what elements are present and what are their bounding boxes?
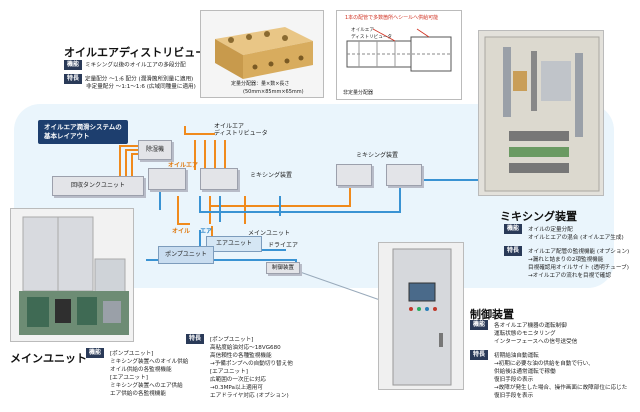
distributor-feature-text: 定量配分 〜1:6 配分 (潤滑箇所別量に適用) [85, 76, 194, 83]
distributor-function-text: ミキシング以後のオイルエアの多段分配 [85, 62, 186, 69]
distributor-title: オイルエアディストリビュータ [64, 46, 218, 59]
main-unit-image [19, 216, 129, 335]
control-feature-5: →故障が発生した場合、操作画面に故障部位に応じた [494, 385, 628, 391]
feature-air-item-3: エアドライヤ対応 (オプション) [210, 393, 289, 399]
control-feature-4: 復旧手段の表示 [494, 377, 534, 383]
main-pump-item-2: オイル供給の各監視機能 [110, 367, 172, 373]
layout-badge: オイルエア潤滑システムの 基本レイアウト [38, 120, 128, 144]
control-function-tag: 機能 [470, 320, 489, 330]
mixing-feature-4: →オイルエアの流れを目視で確認 [528, 273, 611, 279]
node-main-unit-label: メインユニット [248, 230, 291, 237]
control-feature-6: 復旧手段を表示 [494, 393, 534, 399]
label-oil-air: オイルエア [168, 162, 199, 169]
distributor-photo-caption-2: (50mm×85mm×65mm) [243, 89, 304, 95]
main-air-item-2: エア供給の各監視機能 [110, 391, 166, 397]
mixing-feature-block: 特長 オイルエア配管の監視機能 (オプション) →漏れと詰まりの2項監視機能 目… [504, 246, 629, 280]
mixing-feature-1: オイルエア配管の監視機能 (オプション) [528, 249, 630, 255]
feature-pump-item-2: 高信頼性の各種監視機能 [210, 353, 272, 359]
feature-air-item-1: 広範囲の一次圧に対応 [210, 377, 266, 383]
control-function-block: 機能 各オイルエア機器の運転制御 運転状態のモニタリング インターフェースへの信… [470, 320, 577, 346]
feature-box: 特長 [ポンプユニット] 高粘度給油対応〜18VG680 高信頼性の各種監視機能… [186, 334, 293, 400]
node-box-3 [336, 164, 372, 186]
mixing-function-tag: 機能 [504, 224, 523, 234]
oil-air-lines [119, 126, 351, 256]
node-box-2 [200, 168, 238, 190]
mixing-feature-3: 目視確認用オイルサイト (透明チューブ) [528, 265, 629, 271]
control-feature-3: 供給後は通常運転で稼働 [494, 369, 556, 375]
section-caption-top: 1本の配管で多数箇所へシールへ供給可能 [345, 15, 439, 21]
main-air-header: [エアユニット] [110, 375, 148, 381]
control-function-1: 各オイルエア機器の運転制御 [494, 323, 567, 329]
feature-pump-header: [ポンプユニット] [210, 337, 254, 343]
layout-badge-text: オイルエア潤滑システムの 基本レイアウト [44, 123, 122, 140]
main-pump-header: [ポンプユニット] [110, 351, 154, 357]
label-oil: オイル [172, 228, 191, 235]
control-cabinet-image [392, 248, 452, 386]
main-pump-item-1: ミキシング装置へのオイル供給 [110, 359, 189, 365]
distributor-photo-caption-1: 定量分配器：量×数×長さ [231, 81, 290, 87]
main-unit-photo [10, 208, 134, 342]
distributor-photo: 定量分配器：量×数×長さ (50mm×85mm×65mm) [200, 10, 324, 98]
feature-air-header: [エアユニット] [210, 369, 248, 375]
control-photo [378, 242, 464, 390]
distributor-extra-line: 非定量配分 〜1:1〜1:6 (広域同種量に適用) [86, 84, 196, 90]
control-function-3: インターフェースへの信号送受信 [494, 339, 578, 345]
label-air: エア [200, 228, 213, 235]
distributor-function-tag: 機能 [64, 60, 83, 70]
distributor-block-image [201, 11, 323, 97]
node-distributor-label: オイルエア ディストリビュータ [214, 123, 268, 137]
mixing-feature-2: →漏れと詰まりの2項監視機能 [528, 257, 604, 263]
mixing-function-block: 機能 オイルの定量分配 オイルとエアの混合 (オイルエア生成) [504, 224, 624, 242]
control-feature-tag: 特長 [470, 350, 489, 360]
feature-air-item-2: →0.3MPa以上適用可 [210, 385, 263, 391]
control-feature-block: 特長 初期給油自動運転 →初期に必要な油の供給を自動で行い、 供給後は通常運転で… [470, 350, 627, 400]
node-dryer-label: ドライエア [268, 242, 298, 249]
distributor-function-line: 機能ミキシング以後のオイルエアの多段分配 [64, 60, 186, 70]
section-caption-bottom: 非定量分配器 [343, 90, 374, 96]
main-air-item-1: ミキシング装置へのエア供給 [110, 383, 183, 389]
mixing-feature-tag: 特長 [504, 246, 523, 256]
section-label-1: オイルエア [351, 28, 374, 33]
node-box-1 [148, 168, 186, 190]
feature-box-tag: 特長 [186, 334, 205, 344]
mixing-function-1: オイルの定量分配 [528, 227, 573, 233]
main-unit-function-tag: 機能 [86, 348, 105, 358]
mixing-device-photo [478, 30, 604, 196]
control-feature-2: →初期に必要な油の供給を自動で行い、 [494, 361, 594, 367]
node-mixing-mid-label: ミキシング装置 [250, 172, 293, 179]
node-mixing-top-label: ミキシング装置 [356, 152, 399, 159]
node-tank: 回収タンクユニット [52, 176, 144, 196]
mixing-cabinet-image [484, 36, 600, 192]
distributor-feature-tag: 特長 [64, 74, 83, 84]
section-label-2: ディストリビュータ [351, 35, 393, 40]
node-pump-unit: ポンプユニット [158, 246, 214, 264]
feature-pump-item-3: →予備ポンプへの自動切り替え他 [210, 361, 293, 367]
node-filter: 除湿機 [138, 140, 172, 160]
node-control: 制御装置 [266, 262, 300, 274]
mixing-title: ミキシング装置 [500, 210, 577, 223]
main-unit-title: メインユニット [10, 352, 87, 365]
feature-pump-item-1: 高粘度給油対応〜18VG680 [210, 345, 281, 351]
control-title: 制御装置 [470, 308, 514, 321]
control-feature-1: 初期給油自動運転 [494, 353, 539, 359]
main-unit-function-block: 機能 [ポンプユニット] ミキシング装置へのオイル供給 オイル供給の各監視機能 … [86, 348, 188, 398]
mixing-function-2: オイルとエアの混合 (オイルエア生成) [528, 235, 624, 241]
node-air-unit: エアユニット [206, 236, 262, 252]
node-box-4 [386, 164, 422, 186]
distributor-feature-line: 特長定量配分 〜1:6 配分 (潤滑箇所別量に適用) [64, 74, 193, 84]
control-function-2: 運転状態のモニタリング [494, 331, 556, 337]
distributor-section-drawing: 1本の配管で多数箇所へシールへ供給可能 オイルエア ディストリビュータ 非定量分… [336, 10, 462, 100]
section-drawing-svg [346, 28, 452, 72]
